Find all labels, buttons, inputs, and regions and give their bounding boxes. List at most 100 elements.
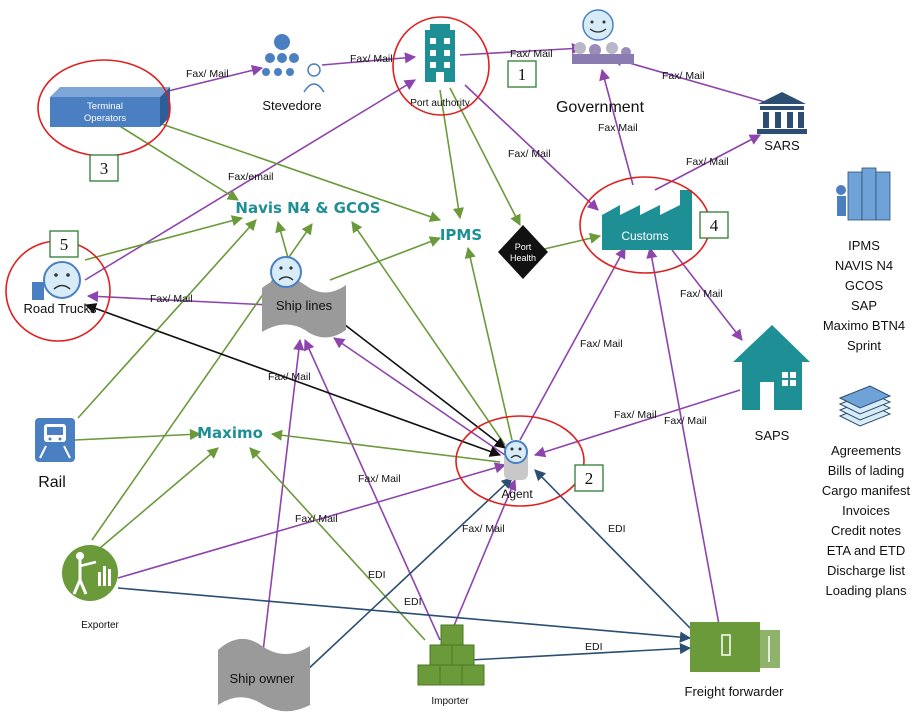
edge-label: Fax/ Mail xyxy=(508,148,551,160)
edge-trucks-navis xyxy=(84,215,244,261)
badge-2 xyxy=(574,464,604,492)
badge-4 xyxy=(699,211,729,239)
port-health-line1: Port xyxy=(515,242,532,252)
node-freight-forwarder: Freight forwarder xyxy=(685,622,785,699)
badge-3 xyxy=(89,154,119,182)
systems-list-item: GCOS xyxy=(845,278,884,293)
systems-list-item: Sprint xyxy=(847,338,881,353)
systems-panel: IPMS NAVIS N4 GCOS SAP Maximo BTN4 Sprin… xyxy=(823,167,905,353)
edge-stevedore-port xyxy=(321,52,417,66)
node-terminal-operators: Terminal Operators xyxy=(50,87,170,127)
node-ship-owner: Ship owner xyxy=(218,638,310,712)
system-ipms: IPMS xyxy=(440,226,482,244)
edge-exporter-forwarder xyxy=(117,587,692,643)
documents-icon xyxy=(838,385,892,427)
sad-face-icon xyxy=(43,261,81,299)
systems-list-item: SAP xyxy=(851,298,877,313)
edge-labels: Fax/ Mail Fax/ Mail Fax/ Mail Fax/ Mail … xyxy=(150,48,729,653)
box-front xyxy=(50,97,160,127)
bank-icon xyxy=(758,92,806,104)
edge-label: Fax/ Mail xyxy=(664,415,707,427)
node-sars: SARS xyxy=(757,92,807,153)
documents-list-item: Discharge list xyxy=(827,563,905,578)
edge-shiplines-agent xyxy=(335,317,506,449)
edge-port-ipms xyxy=(439,89,464,220)
node-government: Government xyxy=(556,9,645,116)
edge-terminal-ipms xyxy=(149,119,442,223)
node-port-health: Port Health xyxy=(498,225,548,279)
badge-5-text: 5 xyxy=(60,235,69,254)
systems-list-item: IPMS xyxy=(848,238,880,253)
edge-shipowner-agent xyxy=(304,477,513,673)
diamond-shape xyxy=(498,225,548,279)
edge-label: EDI xyxy=(368,569,386,581)
edge-customs-saps xyxy=(671,249,743,341)
documents-list-item: Cargo manifest xyxy=(822,483,911,498)
house-icon xyxy=(733,325,810,362)
government-icon xyxy=(582,9,614,41)
box-side xyxy=(160,87,170,127)
importer-label: Importer xyxy=(431,696,469,707)
documents-list-item: Agreements xyxy=(831,443,902,458)
edge-label: Fax/ Mail xyxy=(295,513,338,525)
edge-label: Fax/ Mail xyxy=(686,156,729,168)
edge-label: Fax/ Mail xyxy=(350,53,393,65)
ship-owner-label: Ship owner xyxy=(229,671,295,686)
node-importer: Importer xyxy=(417,624,485,707)
system-maximo: Maximo xyxy=(197,424,263,442)
truck-icon xyxy=(690,622,760,672)
road-trucks-label: Road Trucks xyxy=(24,301,97,316)
edge-importer-forwarder xyxy=(469,642,692,661)
edge-sars-government xyxy=(610,55,766,103)
node-port-authority: Port authority xyxy=(410,24,470,109)
node-exporter: Exporter xyxy=(62,545,120,631)
badge-1 xyxy=(507,60,537,88)
node-stevedore: Stevedore xyxy=(262,34,325,113)
edge-label: Fax/ Mail xyxy=(462,523,505,535)
node-agent: Agent xyxy=(501,440,533,501)
stevedore-icon xyxy=(274,34,290,50)
port-health-line2: Health xyxy=(510,253,536,263)
documents-list-item: Credit notes xyxy=(831,523,902,538)
edge-rail-navis xyxy=(77,219,257,419)
edge-label: Fax/ Mail xyxy=(662,70,705,82)
node-saps: SAPS xyxy=(733,325,810,443)
badges: 1 2 3 4 5 xyxy=(49,60,729,492)
systems-list-item: NAVIS N4 xyxy=(835,258,893,273)
agent-label: Agent xyxy=(501,487,533,501)
node-ship-lines: Ship lines xyxy=(262,256,346,338)
saps-label: SAPS xyxy=(755,428,790,443)
freight-forwarder-label: Freight forwarder xyxy=(685,684,785,699)
edge-agent-maximo xyxy=(270,429,501,463)
edge-terminal-navis xyxy=(117,124,239,201)
edge-port-government xyxy=(459,42,584,56)
factory-icon xyxy=(602,190,692,250)
red-circle-2 xyxy=(455,415,585,507)
system-navis: Navis N4 & GCOS xyxy=(235,199,380,217)
wave-shape xyxy=(262,278,346,338)
documents-list-item: Invoices xyxy=(842,503,890,518)
red-circle-1 xyxy=(392,16,490,116)
systems-list-item: Maximo BTN4 xyxy=(823,318,905,333)
badge-3-text: 3 xyxy=(100,159,109,178)
edge-shipowner-shiplines xyxy=(261,338,305,661)
sad-face-icon xyxy=(270,256,302,288)
edge-trucks-port xyxy=(84,79,416,281)
stevedore-label: Stevedore xyxy=(262,98,321,113)
edge-saps-agent xyxy=(533,389,741,458)
edge-label: Fax/email xyxy=(228,171,274,183)
edges xyxy=(74,42,766,673)
edge-label: Fax/ Mail xyxy=(580,338,623,350)
sars-label: SARS xyxy=(764,138,800,153)
edge-label: EDI xyxy=(608,523,626,535)
edge-shiplines-ipms xyxy=(329,236,442,281)
edge-label: Fax/ Mail xyxy=(186,68,229,80)
edge-rail-maximo xyxy=(74,428,202,441)
edge-label: Fax/ Mail xyxy=(614,409,657,421)
edge-port-customs xyxy=(464,84,599,211)
documents-list-item: ETA and ETD xyxy=(827,543,906,558)
edge-label: Fax/ Mail xyxy=(680,288,723,300)
edge-importer-maximo xyxy=(249,447,426,641)
